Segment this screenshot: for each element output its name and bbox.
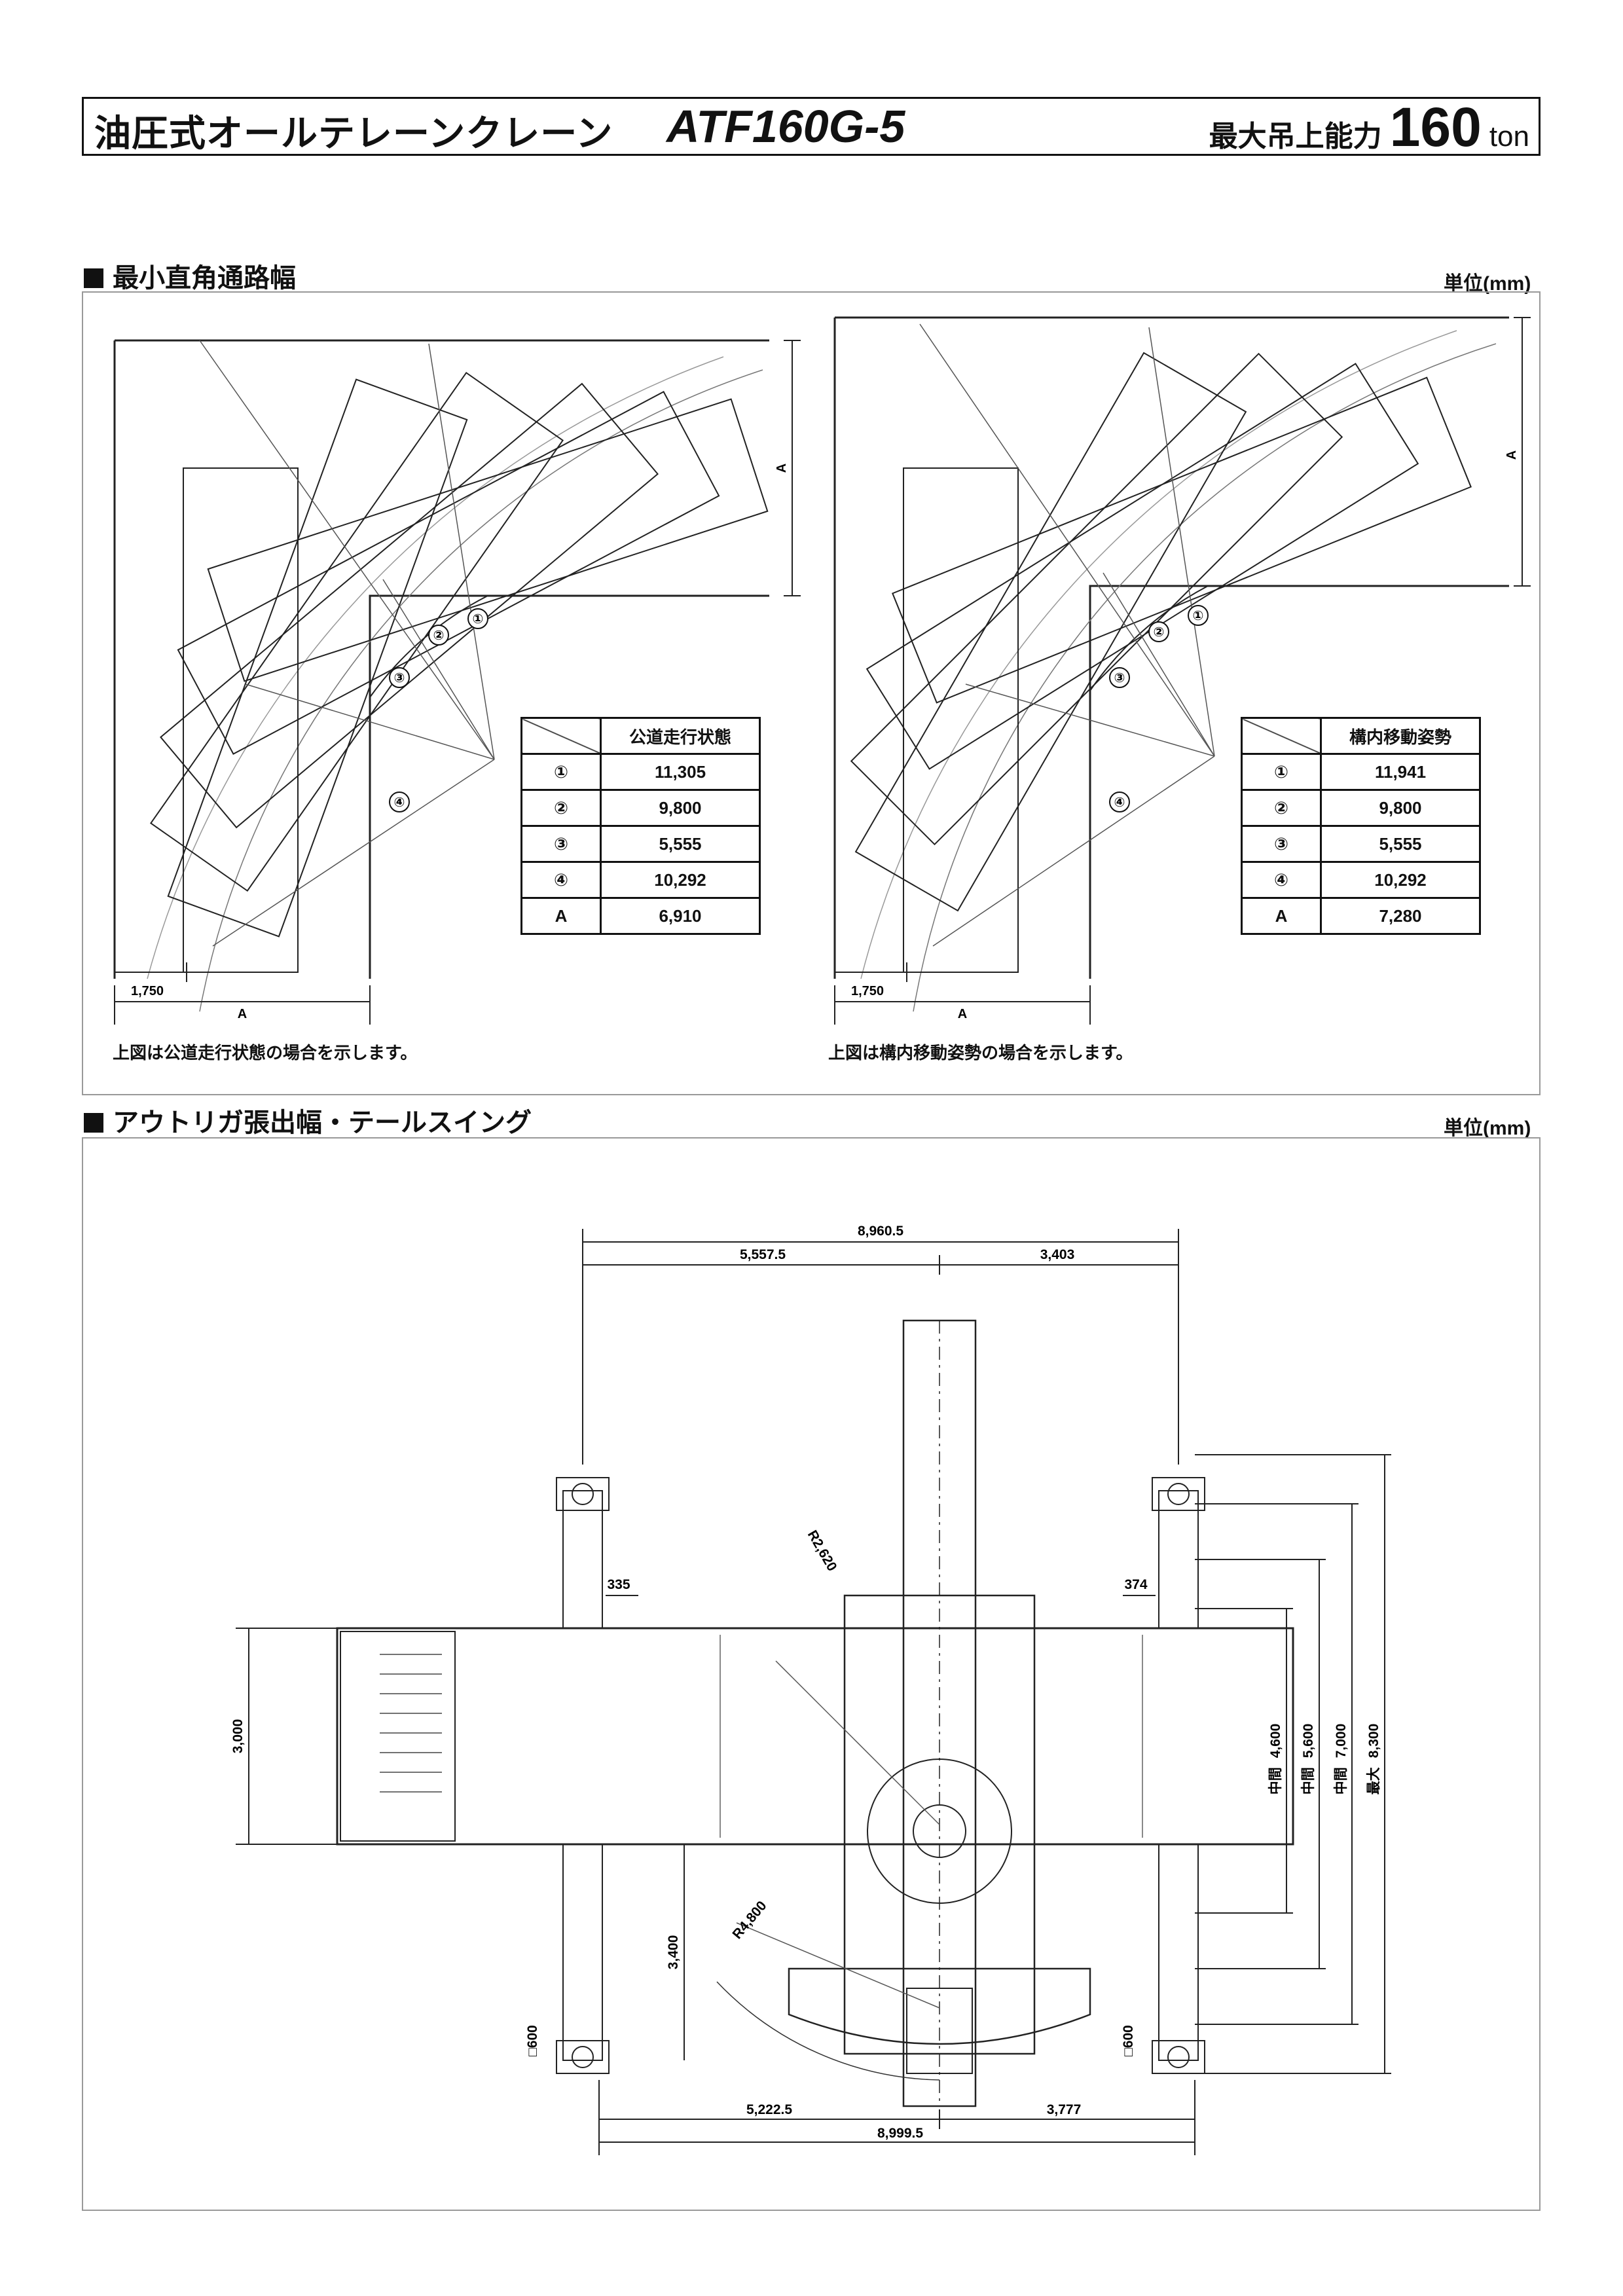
- capacity-group: 最大吊上能力 160 ton: [1209, 99, 1529, 155]
- turn-diagram-road: ① ② ③ ④ 1,750 A A: [113, 339, 801, 1025]
- table-header: 構内移動姿勢: [1320, 717, 1481, 755]
- dim-side-right: A: [1504, 450, 1519, 460]
- circle-label-4: ④: [394, 795, 405, 810]
- section1-title: 最小直角通路幅: [113, 263, 296, 293]
- dim-pad-right: □600: [1121, 2025, 1136, 2056]
- spread-label-3: 中間7,000: [1334, 1724, 1349, 1795]
- dim-a-left: A: [238, 1007, 247, 1021]
- circle-label-2: ②: [433, 629, 445, 643]
- table-header: 公道走行状態: [600, 717, 761, 755]
- dim-right-pad: 374: [1124, 1577, 1147, 1592]
- section2-panel: [82, 1137, 1541, 2211]
- dim-r1: R2,620: [805, 1528, 840, 1574]
- dim-offset-left: 1,750: [131, 984, 164, 998]
- turn-diagram-yard: ① ② ③ ④ 1,750 A A: [833, 316, 1531, 1025]
- dim-top-left: 5,557.5: [740, 1247, 786, 1262]
- section2-title: アウトリガ張出幅・テールスイング: [113, 1108, 532, 1138]
- header-bar: 油圧式オールテレーンクレーン ATF160G-5 最大吊上能力 160 ton: [82, 97, 1541, 156]
- dim-r2: R4,800: [729, 1898, 769, 1942]
- section1-unit: 単位(mm): [1444, 273, 1531, 295]
- capacity-unit: ton: [1489, 120, 1529, 153]
- circle-label-4: ④: [1114, 795, 1125, 810]
- header-model: ATF160G-5: [666, 101, 905, 152]
- dim-tail: 3,400: [666, 1935, 681, 1970]
- dim-offset-right: 1,750: [851, 984, 884, 998]
- table-corner: [1241, 717, 1322, 755]
- header-title: 油圧式オールテレーンクレーン: [94, 113, 613, 155]
- dim-bottom-left: 5,222.5: [746, 2102, 792, 2117]
- dim-side-left: A: [775, 464, 789, 473]
- circle-label-1: ①: [1193, 609, 1204, 623]
- spread-label-2: 中間5,600: [1301, 1724, 1316, 1795]
- square-bullet-icon: [84, 1113, 103, 1133]
- section2-heading: アウトリガ張出幅・テールスイング: [84, 1101, 532, 1139]
- dim-width: 3,000: [230, 1719, 246, 1754]
- section1-heading: 最小直角通路幅: [84, 257, 296, 295]
- circle-label-3: ③: [394, 671, 405, 685]
- dim-a-right: A: [958, 1007, 967, 1021]
- note-road: 上図は公道走行状態の場合を示します。: [113, 1044, 418, 1063]
- dim-top-right: 3,403: [1040, 1247, 1075, 1262]
- dim-top-total: 8,960.5: [858, 1224, 903, 1239]
- capacity-value: 160: [1389, 96, 1482, 158]
- section1-panel: [82, 291, 1541, 1095]
- outrigger-diagram: 8,960.5 5,557.5 3,403 5,222.5 3,777 8,99…: [230, 1224, 1391, 2155]
- spread-label-1: 中間4,600: [1268, 1724, 1283, 1795]
- dim-left-pad: 335: [607, 1577, 630, 1592]
- note-yard: 上図は構内移動姿勢の場合を示します。: [828, 1044, 1133, 1063]
- table-corner: [520, 717, 602, 755]
- circle-label-1: ①: [473, 612, 484, 627]
- dim-pad-left: □600: [525, 2025, 540, 2056]
- section2-unit: 単位(mm): [1444, 1118, 1531, 1139]
- capacity-label: 最大吊上能力: [1209, 120, 1382, 153]
- circle-label-2: ②: [1154, 625, 1165, 640]
- dim-bottom-total: 8,999.5: [877, 2126, 923, 2141]
- spread-label-4: 最大8,300: [1366, 1724, 1381, 1795]
- square-bullet-icon: [84, 268, 103, 288]
- circle-label-3: ③: [1114, 671, 1125, 685]
- dim-bottom-right: 3,777: [1047, 2102, 1082, 2117]
